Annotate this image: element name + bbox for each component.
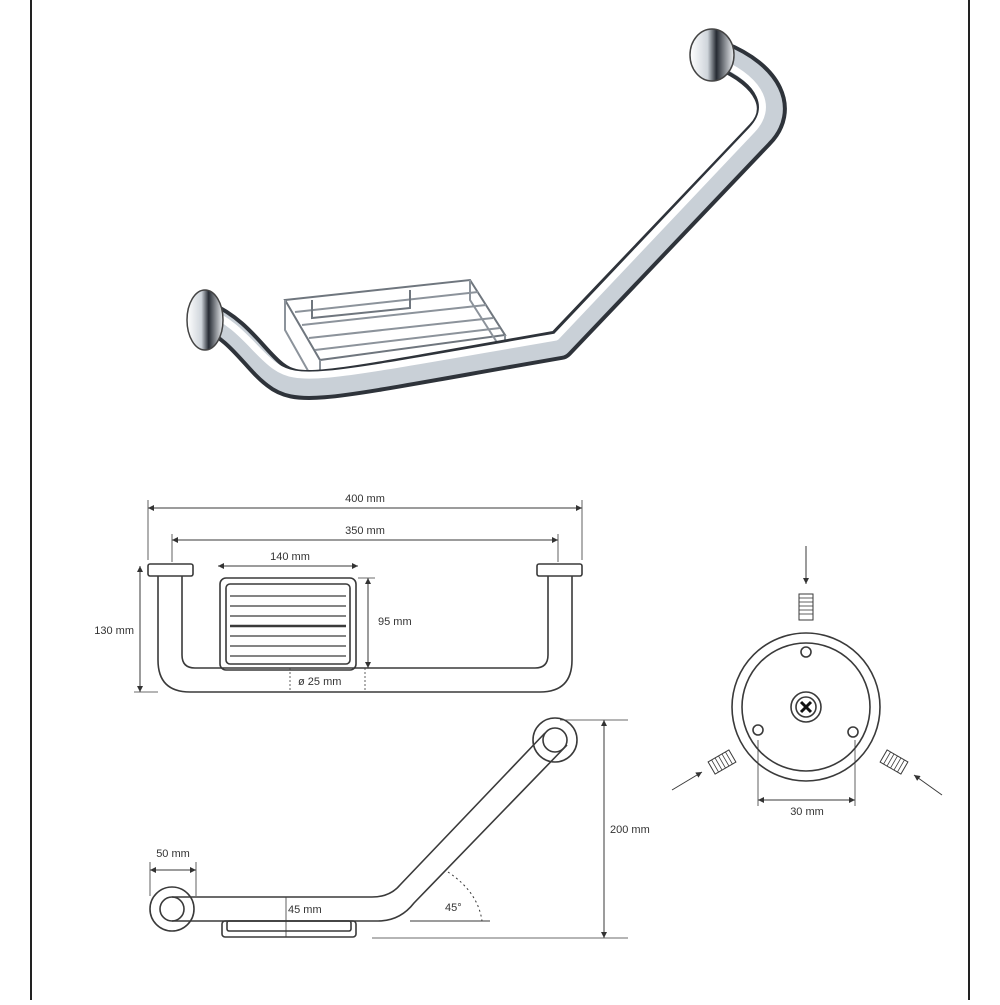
dim-basket-depth: 45 mm [288, 904, 322, 916]
dim-tube-diameter: ø 25 mm [298, 676, 341, 688]
front-view-drawing [134, 500, 583, 693]
dim-overall-depth: 130 mm [94, 625, 134, 637]
dim-angle: 45° [445, 902, 462, 914]
dim-offset: 50 mm [156, 848, 190, 860]
dim-basket-width: 140 mm [270, 551, 310, 563]
dim-basket-height: 95 mm [378, 616, 412, 628]
side-view-drawing [149, 717, 628, 939]
dim-rosette-width: 30 mm [790, 806, 824, 818]
dim-overall-width: 400 mm [345, 493, 385, 505]
right-rosette-render [689, 28, 735, 82]
dim-mount-spacing: 350 mm [345, 525, 385, 537]
rosette-view-drawing [671, 546, 943, 806]
product-photo [186, 28, 787, 400]
dim-overall-height: 200 mm [610, 824, 650, 836]
left-rosette-render [186, 289, 224, 351]
